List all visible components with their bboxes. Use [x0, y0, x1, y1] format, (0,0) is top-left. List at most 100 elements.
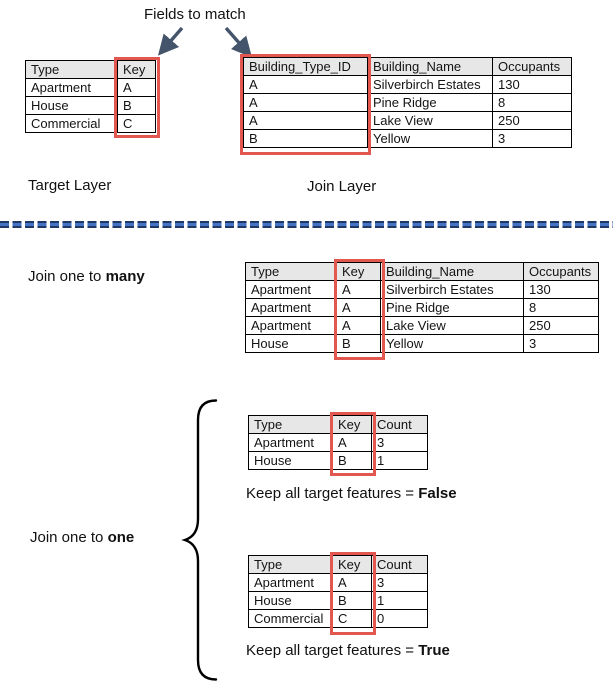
- table-cell: A: [336, 298, 381, 317]
- column-header: Type: [248, 415, 333, 434]
- table-cell: Apartment: [245, 280, 337, 299]
- curly-brace-icon: [181, 399, 218, 681]
- table-cell: Silverbirch Estates: [380, 280, 524, 299]
- column-header: Key: [336, 262, 381, 281]
- column-header: Key: [332, 555, 372, 574]
- join-one-to-one-label-prefix: Join one to: [30, 529, 108, 546]
- table-cell: B: [336, 334, 381, 353]
- column-header: Count: [371, 415, 428, 434]
- table-cell: A: [243, 75, 368, 94]
- target-layer-label: Target Layer: [28, 177, 112, 194]
- table-cell: 0: [371, 609, 428, 628]
- table-cell: Yellow: [380, 334, 524, 353]
- join-one-to-one-label: Join one to one: [30, 529, 134, 546]
- column-header: Building_Type_ID: [243, 57, 368, 76]
- table-cell: Commercial: [248, 609, 333, 628]
- table-cell: 8: [492, 93, 572, 112]
- join-one-to-many-label: Join one to many: [28, 268, 145, 285]
- table-cell: 3: [371, 433, 428, 452]
- column-header: Key: [332, 415, 372, 434]
- column-header: Key: [117, 60, 156, 79]
- table-cell: Pine Ridge: [367, 93, 493, 112]
- table-cell: B: [117, 96, 156, 115]
- table-cell: Apartment: [248, 573, 333, 592]
- table-cell: 130: [492, 75, 572, 94]
- keep-true-caption: Keep all target features = True: [246, 642, 450, 659]
- table-cell: 250: [492, 111, 572, 130]
- fields-to-match-arrows-icon: [157, 26, 253, 58]
- table-cell: B: [332, 451, 372, 470]
- keep-false-caption-bold: False: [418, 485, 457, 502]
- table-cell: Apartment: [248, 433, 333, 452]
- table-cell: Lake View: [380, 316, 524, 335]
- arrow-to-target-key-icon: [157, 26, 184, 56]
- table-cell: C: [332, 609, 372, 628]
- table-cell: A: [332, 433, 372, 452]
- section-divider: [0, 221, 613, 228]
- table-cell: A: [332, 573, 372, 592]
- table-cell: 3: [523, 334, 599, 353]
- fields-to-match-title: Fields to match: [144, 6, 246, 23]
- column-header: Building_Name: [380, 262, 524, 281]
- table-cell: 1: [371, 451, 428, 470]
- table-cell: 3: [371, 573, 428, 592]
- table-cell: A: [336, 280, 381, 299]
- arrow-to-join-key-icon: [224, 26, 253, 58]
- table-cell: Lake View: [367, 111, 493, 130]
- table-cell: 8: [523, 298, 599, 317]
- table-cell: 1: [371, 591, 428, 610]
- join-one-to-one-label-bold: one: [107, 529, 135, 546]
- column-header: Type: [25, 60, 118, 79]
- keep-false-caption: Keep all target features = False: [246, 485, 457, 502]
- table-cell: A: [243, 111, 368, 130]
- table-cell: A: [336, 316, 381, 335]
- keep-false-caption-prefix: Keep all target features =: [246, 485, 419, 502]
- table-cell: House: [25, 96, 118, 115]
- column-header: Building_Name: [367, 57, 493, 76]
- table-cell: A: [117, 78, 156, 97]
- table-cell: 3: [492, 129, 572, 148]
- column-header: Count: [371, 555, 428, 574]
- table-cell: Apartment: [25, 78, 118, 97]
- table-cell: House: [248, 451, 333, 470]
- join-one-to-many-label-bold: many: [105, 268, 145, 285]
- table-cell: A: [243, 93, 368, 112]
- table-cell: Silverbirch Estates: [367, 75, 493, 94]
- column-header: Occupants: [523, 262, 599, 281]
- table-cell: Commercial: [25, 114, 118, 133]
- join-one-to-many-label-prefix: Join one to: [28, 268, 106, 285]
- table-cell: House: [245, 334, 337, 353]
- table-cell: Pine Ridge: [380, 298, 524, 317]
- join-layer-label: Join Layer: [307, 178, 377, 195]
- table-cell: Apartment: [245, 316, 337, 335]
- table-cell: B: [332, 591, 372, 610]
- table-cell: Yellow: [367, 129, 493, 148]
- table-cell: 250: [523, 316, 599, 335]
- table-cell: C: [117, 114, 156, 133]
- keep-true-caption-bold: True: [418, 642, 450, 659]
